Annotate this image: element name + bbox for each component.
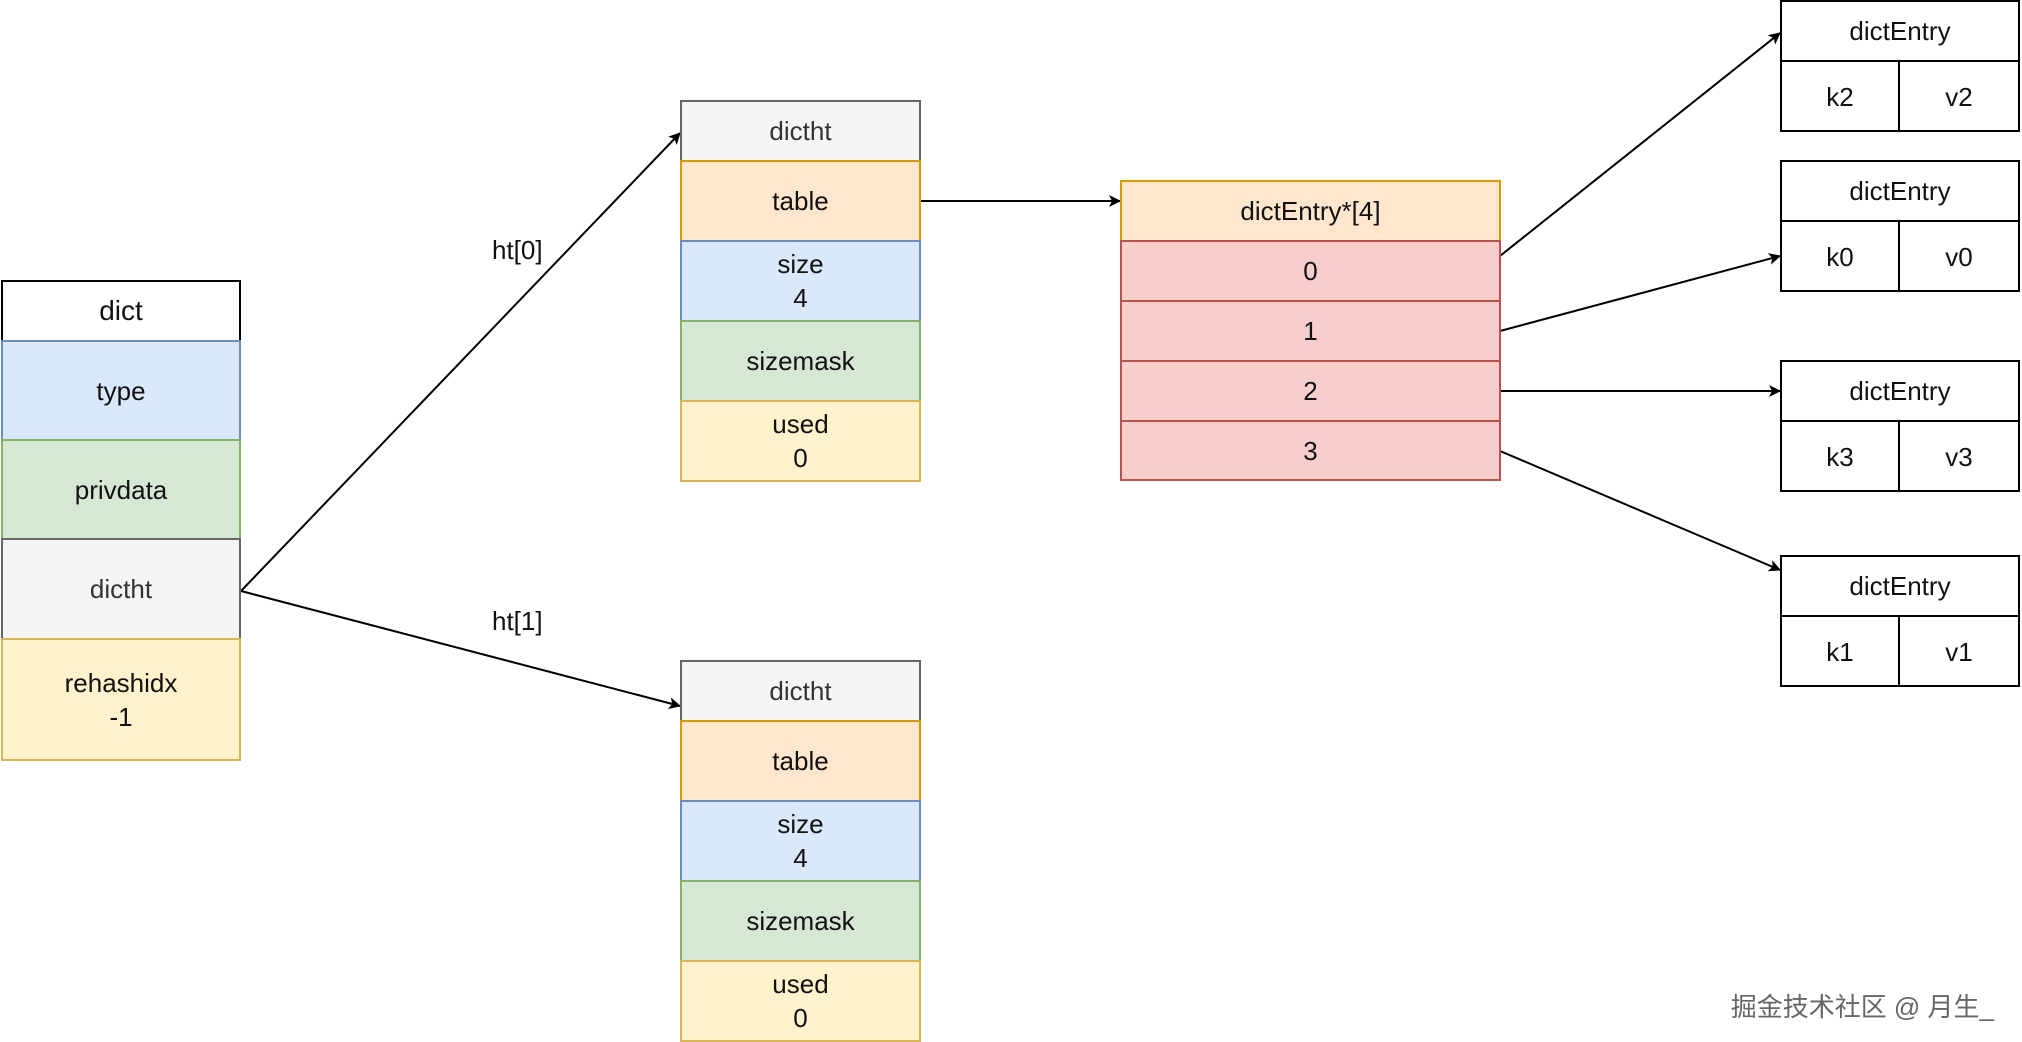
bucket-slot-2: 2 (1120, 360, 1501, 422)
dict-title-text: dict (99, 295, 143, 326)
dict-entry-title: dictEntry (1782, 557, 2018, 617)
dictht-ht1: dictht table size 4 sizemask used 0 (680, 660, 921, 1042)
ht1-used-label: used (772, 969, 829, 999)
ht1-used-value: 0 (793, 1003, 808, 1033)
bucket-array: dictEntry*[4] 0 1 2 3 (1120, 180, 1501, 481)
ht1-sizemask-text: sizemask (746, 906, 855, 936)
dict-entry-value: v0 (1945, 241, 1973, 272)
ht1-sizemask-field: sizemask (680, 880, 921, 962)
ht1-size-label: size (777, 809, 824, 839)
dict-rehashidx-field: rehashidx -1 (1, 638, 241, 761)
ht0-sizemask-field: sizemask (680, 320, 921, 402)
ht0-size-label: size (777, 249, 824, 279)
dict-entry-title: dictEntry (1782, 162, 2018, 222)
dict-type-text: type (96, 375, 146, 406)
dict-privdata-text: privdata (74, 474, 168, 505)
edge-slot0-to-entry-k2 (1499, 32, 1781, 257)
ht0-size-value: 4 (793, 283, 808, 313)
edge-dictht-to-ht0 (240, 132, 681, 592)
dict-rehashidx-label: rehashidx (64, 667, 178, 698)
ht0-table-field: table (680, 160, 921, 242)
ht1-title: dictht (680, 660, 921, 722)
edge-label-ht0: ht[0] (492, 235, 543, 265)
edge-label-ht1: ht[1] (492, 606, 543, 636)
ht0-title: dictht (680, 100, 921, 162)
dict-dictht-field: dictht (1, 538, 241, 640)
dict-entry-k1: dictEntry k1 v1 (1780, 555, 2020, 687)
dict-struct: dict type privdata dictht rehashidx -1 (1, 280, 241, 761)
dict-entry-k3: dictEntry k3 v3 (1780, 360, 2020, 492)
dict-title: dict (1, 280, 241, 342)
dict-type-field: type (1, 340, 241, 441)
dict-entry-value: v2 (1945, 81, 1973, 112)
dict-entry-title: dictEntry (1782, 362, 2018, 422)
ht0-sizemask-text: sizemask (746, 346, 855, 376)
dict-entry-title: dictEntry (1782, 2, 2018, 62)
ht1-table-text: table (772, 746, 829, 776)
bucket-slot-0: 0 (1120, 240, 1501, 302)
bucket-slot-3: 3 (1120, 420, 1501, 481)
dict-privdata-field: privdata (1, 439, 241, 540)
bucket-slot-1-text: 1 (1303, 316, 1318, 346)
ht0-table-text: table (772, 186, 829, 216)
bucket-slot-3-text: 3 (1303, 435, 1318, 466)
dict-entry-key: k1 (1782, 617, 1900, 687)
dict-entry-key: k3 (1782, 422, 1900, 492)
ht1-size-value: 4 (793, 843, 808, 873)
dict-entry-k0: dictEntry k0 v0 (1780, 160, 2020, 292)
dict-entry-k2: dictEntry k2 v2 (1780, 0, 2020, 132)
dict-entry-value: v3 (1945, 441, 1973, 472)
bucket-slot-1: 1 (1120, 300, 1501, 362)
ht0-size-field: size 4 (680, 240, 921, 322)
ht1-used-field: used 0 (680, 960, 921, 1042)
dict-entry-key: k0 (1782, 222, 1900, 292)
dict-entry-key: k2 (1782, 62, 1900, 132)
edge-slot3-to-entry-k1 (1499, 450, 1781, 572)
bucket-slot-2-text: 2 (1303, 376, 1318, 406)
ht0-used-label: used (772, 409, 829, 439)
dict-rehashidx-value: -1 (109, 701, 133, 732)
bucket-array-title: dictEntry*[4] (1120, 180, 1501, 242)
dictht-ht0: dictht table size 4 sizemask used 0 (680, 100, 921, 482)
edge-dictht-to-ht1 (240, 590, 681, 710)
ht0-title-text: dictht (769, 116, 832, 146)
ht1-title-text: dictht (769, 676, 832, 706)
watermark: 掘金技术社区 @ 月生_ (1730, 992, 1994, 1022)
bucket-array-title-text: dictEntry*[4] (1240, 196, 1381, 226)
dict-entry-value: v1 (1945, 636, 1973, 667)
dict-dictht-text: dictht (89, 574, 153, 604)
bucket-slot-0-text: 0 (1303, 256, 1318, 286)
ht1-size-field: size 4 (680, 800, 921, 882)
ht1-table-field: table (680, 720, 921, 802)
ht0-used-value: 0 (793, 443, 808, 473)
edge-slot1-to-entry-k0 (1499, 253, 1781, 332)
ht0-used-field: used 0 (680, 400, 921, 482)
